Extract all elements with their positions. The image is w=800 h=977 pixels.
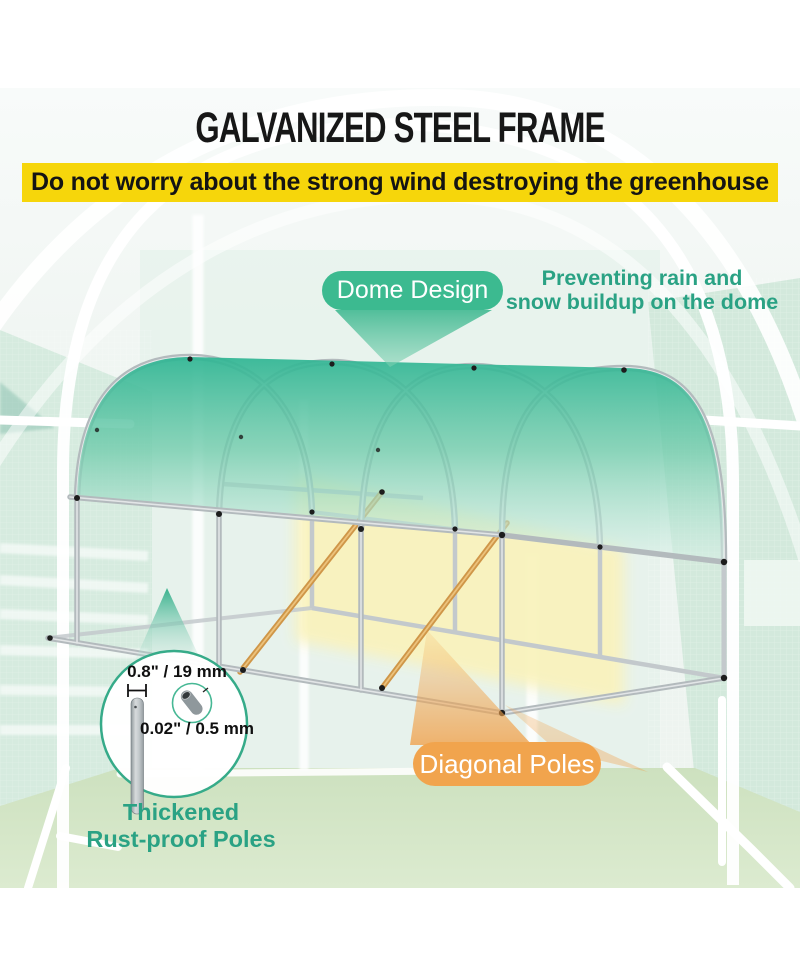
tube-cross-section: [171, 682, 213, 724]
end-eave-rail: [499, 532, 727, 565]
diagonal-poles-pill: Diagonal Poles: [413, 742, 601, 786]
pole-diameter-value: 0.8" / 19 mm: [127, 662, 227, 681]
grass-floor: [0, 768, 800, 888]
back-base-rail: [311, 605, 725, 681]
banner-strip: Do not worry about the strong wind destr…: [22, 163, 778, 202]
dome-note-line2: snow buildup on the dome: [505, 290, 779, 315]
poles-pointer-triangle: [133, 588, 203, 665]
thickness-tick: [202, 687, 209, 693]
thickened-poles-line1: Thickened: [122, 799, 240, 825]
pole-thickness-value: 0.02" / 0.5 mm: [140, 719, 254, 738]
dome-pointer-funnel: [335, 310, 492, 367]
thickened-poles-line2: Rust-proof Poles: [86, 826, 276, 853]
pole-detail-callout: [99, 649, 249, 815]
dome-design-pill: Dome Design: [322, 271, 503, 310]
diagonal-pointer-beams: [410, 630, 648, 772]
pole-sample: [130, 697, 144, 815]
page-title: GALVANIZED STEEL FRAME: [195, 104, 605, 152]
dome-note: Preventing rain and snow buildup on the …: [496, 266, 788, 314]
steel-frame: [45, 353, 728, 717]
diameter-bracket: [127, 684, 147, 697]
background-window: [744, 560, 800, 626]
thickened-poles-label: Thickened Rust-proof Poles: [74, 799, 288, 854]
dome-note-line1: Preventing rain and: [541, 266, 743, 290]
